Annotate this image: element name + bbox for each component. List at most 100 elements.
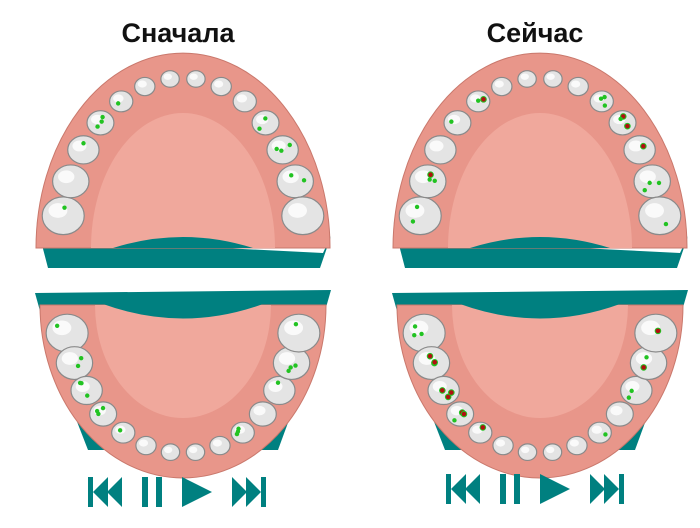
tooth-highlight — [113, 94, 124, 103]
tooth — [566, 435, 588, 456]
contact-mark-green — [475, 98, 481, 103]
contact-mark-green — [647, 180, 652, 186]
skip-forward-icon[interactable] — [232, 477, 266, 507]
skip-forward-icon[interactable] — [590, 474, 624, 504]
contact-mark-green — [427, 177, 432, 182]
tooth — [51, 164, 90, 199]
contact-mark-red — [480, 96, 487, 103]
tooth-highlight — [635, 352, 653, 365]
tooth-highlight — [405, 203, 425, 218]
tooth — [230, 421, 255, 444]
tooth — [67, 135, 100, 165]
skip-back-icon[interactable] — [446, 474, 480, 504]
tooth — [89, 401, 118, 427]
contact-mark-red — [444, 393, 452, 401]
tooth — [587, 421, 612, 444]
tooth-highlight — [189, 446, 198, 454]
tooth-highlight — [52, 320, 72, 336]
tooth — [186, 70, 206, 88]
tooth — [111, 421, 136, 444]
tooth-highlight — [253, 405, 266, 416]
tooth — [443, 110, 472, 136]
tooth — [634, 313, 678, 353]
play-icon[interactable] — [182, 477, 212, 507]
tooth — [427, 375, 460, 406]
contact-mark-green — [642, 188, 647, 193]
tooth-highlight — [639, 170, 656, 184]
tooth-highlight — [429, 140, 444, 152]
contact-mark-green — [419, 331, 424, 337]
tooth-highlight — [58, 170, 75, 184]
tooth-highlight — [495, 439, 506, 447]
tooth — [109, 90, 134, 113]
tooth — [517, 443, 538, 462]
tooth-highlight — [409, 320, 429, 336]
contact-mark-green — [414, 204, 420, 210]
contact-mark-green — [100, 405, 106, 411]
contact-mark-red — [426, 352, 434, 360]
tooth — [86, 110, 115, 136]
tooth — [408, 164, 447, 199]
contact-mark-green — [410, 219, 416, 224]
tooth — [542, 443, 563, 462]
contact-mark-green — [602, 94, 607, 100]
tooth-highlight — [521, 446, 530, 454]
tooth-highlight — [164, 446, 173, 454]
contact-mark-green — [301, 178, 307, 183]
contact-mark-green — [117, 428, 123, 433]
tooth-highlight — [591, 425, 603, 434]
contact-mark-green — [263, 116, 268, 121]
contact-mark-red — [640, 142, 647, 150]
tooth-highlight — [494, 80, 504, 88]
tooth-highlight — [138, 439, 149, 447]
upper-arch-now — [392, 52, 688, 268]
tooth-highlight — [278, 352, 296, 365]
contact-mark-green — [257, 126, 262, 131]
tooth — [623, 135, 656, 165]
tooth-highlight — [214, 80, 224, 88]
contact-mark-green — [77, 380, 83, 386]
contact-mark-red — [439, 387, 446, 394]
contact-mark-green — [95, 124, 100, 129]
contact-mark-green — [286, 368, 291, 374]
tooth — [517, 70, 537, 88]
tooth — [589, 90, 614, 113]
palate — [95, 305, 271, 418]
contact-mark-green — [449, 119, 454, 124]
tooth — [160, 443, 181, 462]
playback-controls-now — [446, 474, 624, 504]
tooth — [398, 196, 442, 236]
skip-back-icon[interactable] — [88, 477, 122, 507]
contact-mark-green — [99, 119, 104, 124]
contact-mark-green — [75, 363, 81, 369]
palate — [452, 305, 628, 418]
lower-arch-before — [35, 290, 331, 479]
base-notch — [460, 304, 620, 319]
tooth-highlight — [163, 73, 172, 80]
contact-mark-green — [629, 388, 634, 394]
contact-mark-green — [81, 141, 86, 146]
tooth — [209, 435, 231, 456]
contact-mark-green — [235, 429, 241, 434]
tooth — [424, 135, 457, 165]
contact-mark-green — [293, 321, 299, 327]
pause-icon[interactable] — [500, 474, 520, 504]
play-icon[interactable] — [540, 474, 570, 504]
tooth — [466, 90, 491, 113]
pause-icon[interactable] — [142, 477, 162, 507]
contact-mark-red — [654, 327, 662, 335]
contact-mark-green — [603, 432, 608, 437]
tooth — [248, 401, 277, 427]
contact-mark-green — [54, 323, 60, 329]
tooth — [608, 110, 637, 136]
tooth — [402, 313, 446, 353]
tooth-highlight — [268, 381, 283, 393]
playback-controls-before — [88, 477, 266, 507]
base-notch — [470, 237, 610, 248]
tooth — [160, 70, 180, 88]
tooth — [55, 346, 94, 381]
tooth — [263, 375, 296, 406]
tooth — [468, 421, 493, 444]
contact-mark-red — [448, 389, 455, 396]
